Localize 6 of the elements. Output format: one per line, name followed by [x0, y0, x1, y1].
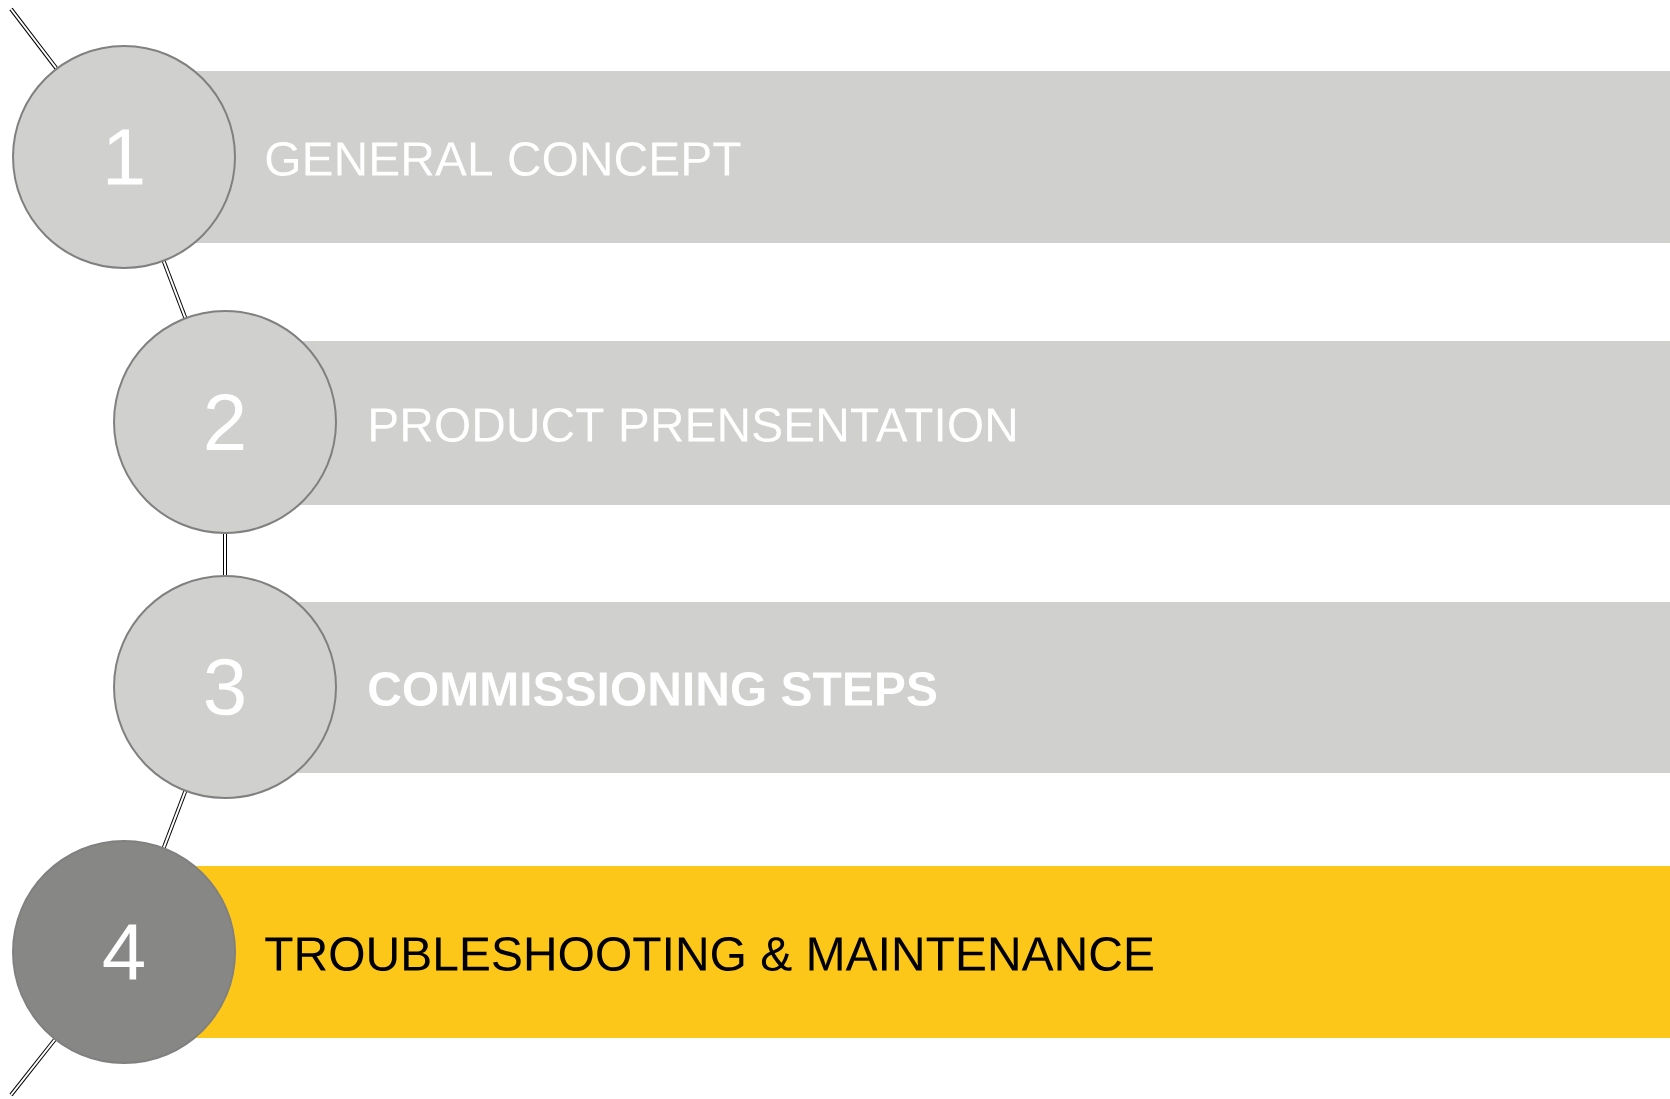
connector-line	[162, 260, 187, 319]
connector-line	[162, 790, 187, 849]
connector-line	[9, 1038, 57, 1097]
step-band: TROUBLESHOOTING & MAINTENANCE	[181, 866, 1670, 1038]
connector-line	[223, 533, 227, 576]
connector-line	[9, 7, 58, 70]
